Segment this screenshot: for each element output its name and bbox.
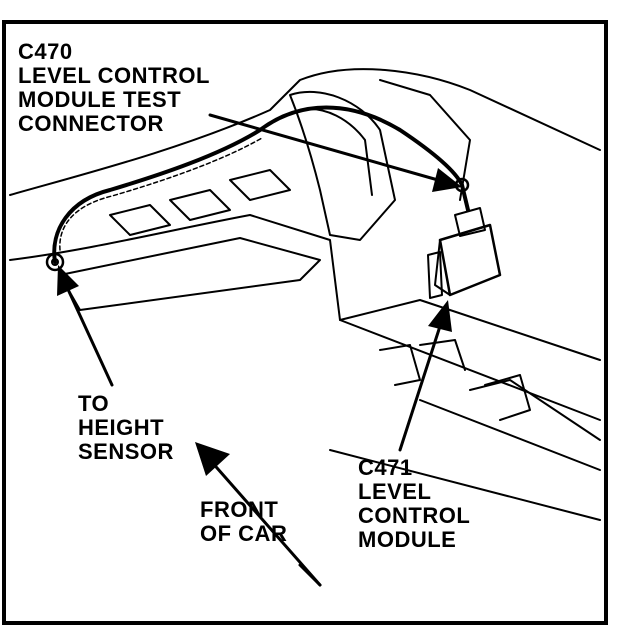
c471-pointer-arrow xyxy=(398,318,444,452)
height-sensor-label: TO HEIGHT SENSOR xyxy=(78,391,174,464)
wiring-harness-dash xyxy=(59,137,263,251)
floor-panel xyxy=(59,237,321,311)
height-sensor-arrowhead xyxy=(57,265,79,296)
right-floor xyxy=(339,299,601,361)
wheel-well xyxy=(289,90,396,241)
front-of-car-arrowhead xyxy=(195,442,230,476)
height-sensor-grommet xyxy=(45,252,65,272)
c471-arrowhead xyxy=(428,300,452,332)
front-of-car-arrow xyxy=(208,458,322,587)
c470-pointer-arrow xyxy=(208,113,447,184)
front-of-car-arrow-tail xyxy=(298,563,322,587)
level-control-module-box xyxy=(438,223,502,297)
front-of-car-label: FRONT OF CAR xyxy=(200,497,288,546)
diagram-frame xyxy=(2,20,608,625)
crossbar xyxy=(419,399,601,471)
floor-rib-1 xyxy=(109,204,171,236)
bracket-3 xyxy=(484,374,531,421)
floor-rib-2 xyxy=(169,189,231,221)
bracket-2 xyxy=(419,339,466,371)
c470-label: C470 LEVEL CONTROL MODULE TEST CONNECTOR xyxy=(18,39,210,136)
sill-line xyxy=(329,449,601,521)
bracket-4 xyxy=(469,379,601,441)
module-bracket xyxy=(427,251,443,299)
height-sensor-pointer-arrow xyxy=(64,283,114,387)
module-box-side xyxy=(434,239,451,296)
c471-label: C471 LEVEL CONTROL MODULE xyxy=(358,455,471,552)
trunk-floor-outline xyxy=(9,68,601,196)
c470-arrowhead xyxy=(432,168,462,192)
bracket-1 xyxy=(379,344,421,386)
quarter-panel xyxy=(379,79,471,201)
module-connector-block xyxy=(454,207,486,237)
trunk-floor-edge xyxy=(9,214,601,421)
floor-rib-3 xyxy=(229,169,291,201)
